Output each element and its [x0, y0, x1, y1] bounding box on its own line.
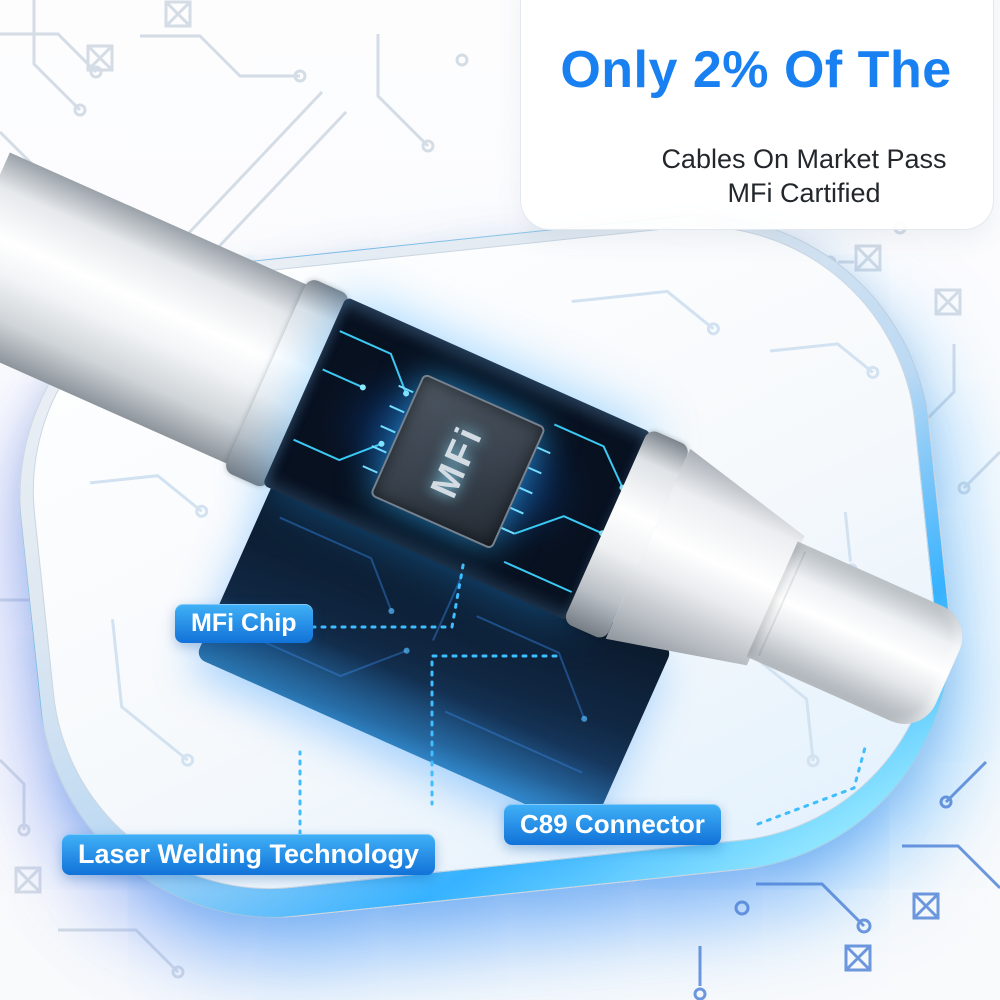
page-title: Only 2% Of The	[560, 41, 952, 99]
header-card	[520, 0, 994, 230]
lightning-cable: MFi	[0, 137, 994, 782]
subtitle-line-2: MFi Cartified	[727, 178, 881, 208]
callout-badge-laser-welding: Laser Welding Technology	[62, 834, 436, 875]
callout-badge-c89-connector: C89 Connector	[504, 804, 721, 845]
subtitle-line-1: Cables On Market Pass	[661, 144, 947, 174]
callout-badge-mfi-chip: MFi Chip	[175, 604, 313, 643]
page-subtitle: Cables On Market Pass MFi Cartified	[628, 142, 980, 210]
mfi-chip-text: MFi	[423, 418, 492, 504]
internal-circuit-window: MFi	[262, 296, 652, 621]
